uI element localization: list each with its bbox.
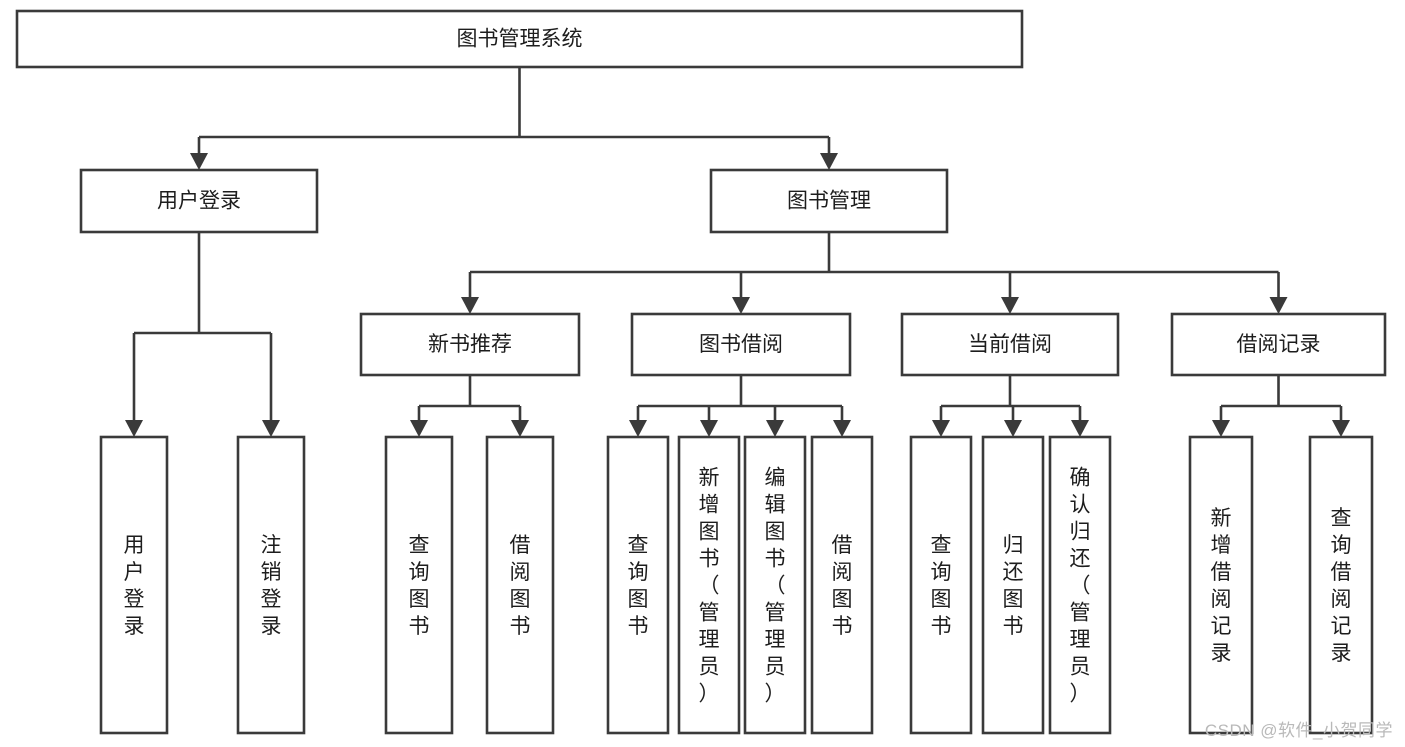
node-leaf-2-label: 查询图书 (409, 534, 430, 638)
node-leaf-1-label: 注销登录 (261, 534, 282, 638)
node-leaf-6[interactable]: 编辑图书（管理员） (743, 435, 807, 735)
edge-borrow-arrow-2 (766, 420, 784, 437)
node-current-borrow-box[interactable] (900, 312, 1120, 377)
node-leaf-12-box[interactable] (1308, 435, 1374, 735)
edge-book-mgmt-arrow-0 (461, 297, 479, 314)
node-leaf-0-box[interactable] (99, 435, 169, 735)
node-leaf-5-label: 新增图书（管理员） (699, 467, 720, 706)
edge-records-arrow-1 (1332, 420, 1350, 437)
node-leaf-3-box[interactable] (485, 435, 555, 735)
edge-borrow-arrow-3 (833, 420, 851, 437)
node-root-system-box[interactable] (15, 9, 1024, 69)
node-leaf-9-label: 归还图书 (1003, 534, 1024, 638)
edge-borrow-arrow-0 (629, 420, 647, 437)
edge-current-arrow-2 (1071, 420, 1089, 437)
node-leaf-4[interactable]: 查询图书 (606, 435, 670, 735)
node-leaf-5[interactable]: 新增图书（管理员） (677, 435, 741, 735)
node-borrow-records[interactable]: 借阅记录 (1170, 312, 1387, 377)
node-new-book-recommend-box[interactable] (359, 312, 581, 377)
edges-layer (125, 67, 1350, 437)
edge-new-book-arrow-0 (410, 420, 428, 437)
node-leaf-11-label: 新增借阅记录 (1211, 507, 1232, 665)
node-leaf-9-box[interactable] (981, 435, 1045, 735)
node-leaf-0[interactable]: 用户登录 (99, 435, 169, 735)
edge-book-mgmt-arrow-3 (1269, 297, 1288, 314)
node-book-borrow-label: 图书借阅 (699, 333, 783, 356)
node-leaf-7-box[interactable] (810, 435, 874, 735)
edge-user-login-arrow-1 (262, 420, 280, 437)
node-current-borrow-label: 当前借阅 (968, 333, 1052, 356)
node-leaf-11[interactable]: 新增借阅记录 (1188, 435, 1254, 735)
node-leaf-10[interactable]: 确认归还（管理员） (1048, 435, 1112, 735)
node-leaf-11-box[interactable] (1188, 435, 1254, 735)
edge-borrow-arrow-1 (700, 420, 718, 437)
node-new-book-recommend-label: 新书推荐 (428, 333, 512, 356)
node-book-borrow-box[interactable] (630, 312, 852, 377)
node-book-management-box[interactable] (709, 168, 949, 234)
nodes-layer: 图书管理系统用户登录图书管理新书推荐图书借阅当前借阅借阅记录用户登录注销登录查询… (15, 9, 1387, 735)
node-leaf-4-box[interactable] (606, 435, 670, 735)
node-leaf-2-box[interactable] (384, 435, 454, 735)
edge-book-mgmt-arrow-2 (1001, 297, 1019, 314)
edge-current-arrow-1 (1004, 420, 1022, 437)
node-leaf-7-label: 借阅图书 (832, 534, 853, 638)
node-user-login-box[interactable] (79, 168, 319, 234)
node-borrow-records-box[interactable] (1170, 312, 1387, 377)
edge-root-arrow-1 (820, 153, 838, 170)
node-leaf-8-box[interactable] (909, 435, 973, 735)
node-book-management-label: 图书管理 (787, 190, 871, 213)
node-leaf-9[interactable]: 归还图书 (981, 435, 1045, 735)
edge-records-arrow-0 (1212, 420, 1230, 437)
edge-new-book-arrow-1 (511, 420, 529, 437)
node-leaf-2[interactable]: 查询图书 (384, 435, 454, 735)
node-leaf-6-label: 编辑图书（管理员） (765, 467, 786, 706)
node-leaf-3[interactable]: 借阅图书 (485, 435, 555, 735)
node-current-borrow[interactable]: 当前借阅 (900, 312, 1120, 377)
node-leaf-12[interactable]: 查询借阅记录 (1308, 435, 1374, 735)
node-leaf-12-label: 查询借阅记录 (1331, 507, 1352, 665)
node-leaf-1[interactable]: 注销登录 (236, 435, 306, 735)
node-leaf-4-label: 查询图书 (628, 534, 649, 638)
node-leaf-5-box[interactable] (677, 435, 741, 735)
node-new-book-recommend[interactable]: 新书推荐 (359, 312, 581, 377)
node-root-system-label: 图书管理系统 (457, 28, 583, 51)
edge-root-arrow-0 (190, 153, 208, 170)
node-user-login[interactable]: 用户登录 (79, 168, 319, 234)
node-borrow-records-label: 借阅记录 (1237, 333, 1321, 356)
node-user-login-label: 用户登录 (157, 190, 241, 213)
edge-user-login-arrow-0 (125, 420, 143, 437)
node-leaf-0-label: 用户登录 (124, 534, 145, 638)
node-leaf-1-box[interactable] (236, 435, 306, 735)
node-book-management[interactable]: 图书管理 (709, 168, 949, 234)
node-book-borrow[interactable]: 图书借阅 (630, 312, 852, 377)
edge-current-arrow-0 (932, 420, 950, 437)
edge-book-mgmt-arrow-1 (732, 297, 750, 314)
node-leaf-3-label: 借阅图书 (510, 534, 531, 638)
node-leaf-6-box[interactable] (743, 435, 807, 735)
node-leaf-7[interactable]: 借阅图书 (810, 435, 874, 735)
node-root-system[interactable]: 图书管理系统 (15, 9, 1024, 69)
node-leaf-8-label: 查询图书 (931, 534, 952, 638)
node-leaf-10-label: 确认归还（管理员） (1070, 467, 1091, 706)
node-leaf-8[interactable]: 查询图书 (909, 435, 973, 735)
node-leaf-10-box[interactable] (1048, 435, 1112, 735)
